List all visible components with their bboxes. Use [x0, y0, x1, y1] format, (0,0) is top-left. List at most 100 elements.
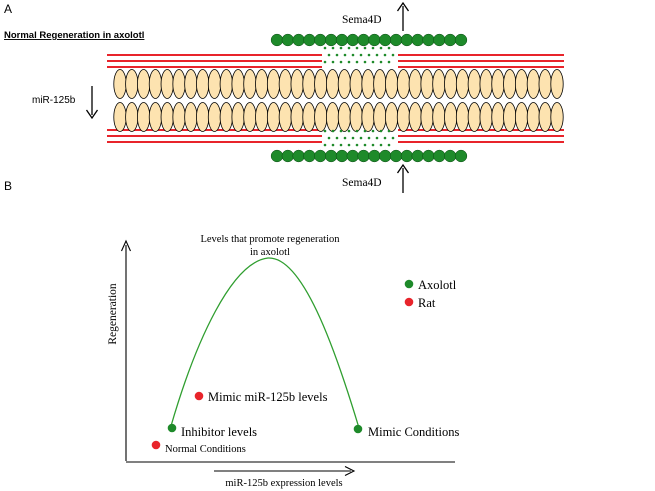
- gap-dot: [347, 143, 351, 147]
- myofiber-cell: [491, 102, 505, 132]
- sema4d-bead: [433, 149, 446, 163]
- top-lamina: [107, 54, 564, 68]
- point-normal-conditions: [151, 440, 161, 450]
- myofiber-cell: [255, 69, 269, 99]
- myofiber-cell: [125, 69, 139, 99]
- bottom-lamina: [107, 129, 564, 143]
- sema4d-bead: [346, 149, 359, 163]
- myofiber-cell: [148, 102, 163, 132]
- gap-dot: [323, 129, 327, 133]
- myofiber-cell: [113, 102, 127, 132]
- sema4d-bead: [368, 33, 381, 47]
- panel-b-letter: B: [4, 179, 12, 193]
- gap-dot: [331, 60, 335, 64]
- mirna-down-arrow-icon: [85, 86, 99, 120]
- bottom-sema4d-beads: [270, 149, 468, 163]
- sema4d-bead: [303, 33, 316, 47]
- myofiber-cell: [385, 102, 399, 132]
- myofiber-cell: [243, 69, 257, 99]
- gap-dot: [359, 136, 363, 140]
- gap-dot: [363, 129, 367, 133]
- sema4d-bead: [400, 33, 414, 47]
- myofiber-cell: [278, 69, 292, 99]
- gap-dot: [323, 46, 327, 50]
- gap-dot: [391, 53, 395, 57]
- sema4d-bead: [357, 33, 370, 47]
- myofiber-cell: [514, 69, 529, 99]
- myofiber-cell: [420, 69, 434, 99]
- legend-marker-rat: [404, 297, 414, 307]
- legend-marker-axolotl: [404, 279, 414, 289]
- mirna-label: miR-125b: [32, 95, 76, 106]
- legend: Axolotl Rat: [404, 278, 457, 310]
- sema4d-bead: [379, 33, 392, 47]
- myofiber-cell: [503, 102, 517, 132]
- gap-dot: [371, 143, 375, 147]
- myofiber-cell: [266, 102, 281, 132]
- x-axis-arrow: [214, 466, 356, 476]
- myofiber-row-upper: [113, 69, 564, 99]
- myofiber-cell: [396, 69, 411, 99]
- gap-dot: [363, 143, 367, 147]
- gap-dot: [335, 136, 339, 140]
- gap-dot: [331, 46, 335, 50]
- sema4d-bead: [433, 33, 446, 47]
- myofiber-cell: [408, 69, 422, 99]
- point-label-mimic-mir125b-levels: Mimic miR-125b levels: [208, 390, 328, 404]
- myofiber-cell: [337, 102, 352, 132]
- gap-dot: [387, 143, 391, 147]
- top-sema4d-arrow-icon: [396, 1, 410, 31]
- sema4d-bead: [324, 149, 338, 163]
- myofiber-cell: [184, 102, 198, 132]
- legend-label-axolotl: Axolotl: [418, 278, 457, 292]
- myofiber-cell: [349, 69, 363, 99]
- sema4d-bead: [303, 149, 316, 163]
- gap-dot: [327, 53, 331, 57]
- gap-dot: [355, 129, 359, 133]
- sema4d-bead: [335, 33, 349, 47]
- myofiber-cell: [219, 102, 233, 132]
- myofiber-cell: [337, 69, 352, 99]
- myofiber-cell: [550, 69, 564, 99]
- gap-dot: [375, 53, 379, 57]
- myofiber-cell: [302, 102, 316, 132]
- sema4d-bead: [324, 33, 338, 47]
- myofiber-cell: [207, 102, 222, 132]
- myofiber-row-lower: [113, 102, 564, 132]
- bottom-gap-dots: [323, 129, 395, 147]
- myofiber-cell: [290, 102, 304, 132]
- myofiber-cell: [231, 102, 245, 132]
- gap-dot: [347, 46, 351, 50]
- gap-dot: [327, 136, 331, 140]
- gap-dot: [339, 60, 343, 64]
- sema4d-bead: [411, 149, 424, 163]
- gap-dot: [379, 143, 383, 147]
- myofiber-cell: [373, 102, 387, 132]
- myofiber-cell: [160, 102, 174, 132]
- myofiber-cell: [550, 102, 564, 132]
- gap-dot: [355, 60, 359, 64]
- sema4d-bead: [314, 33, 327, 47]
- sema4d-bead: [314, 149, 327, 163]
- myofiber-cell: [538, 102, 552, 132]
- gap-dot: [351, 53, 355, 57]
- myofiber-cell: [503, 69, 517, 99]
- myofiber-cell: [231, 69, 245, 99]
- myofiber-cell: [113, 69, 127, 99]
- myofiber-cell: [420, 102, 434, 132]
- gap-dot: [387, 60, 391, 64]
- sema4d-bead: [422, 33, 435, 47]
- sema4d-bead: [400, 149, 414, 163]
- gap-dot: [343, 53, 347, 57]
- y-axis: [120, 239, 132, 461]
- gap-dot: [323, 143, 327, 147]
- myofiber-cell: [479, 102, 493, 132]
- myofiber-cell: [314, 102, 328, 132]
- sema4d-bead: [389, 149, 403, 163]
- gap-dot: [351, 136, 355, 140]
- gap-dot: [371, 60, 375, 64]
- gap-dot: [367, 136, 371, 140]
- gap-dot: [363, 46, 367, 50]
- myofiber-cell: [302, 69, 316, 99]
- panel-a-heading: Normal Regeneration in axolotl: [4, 30, 144, 41]
